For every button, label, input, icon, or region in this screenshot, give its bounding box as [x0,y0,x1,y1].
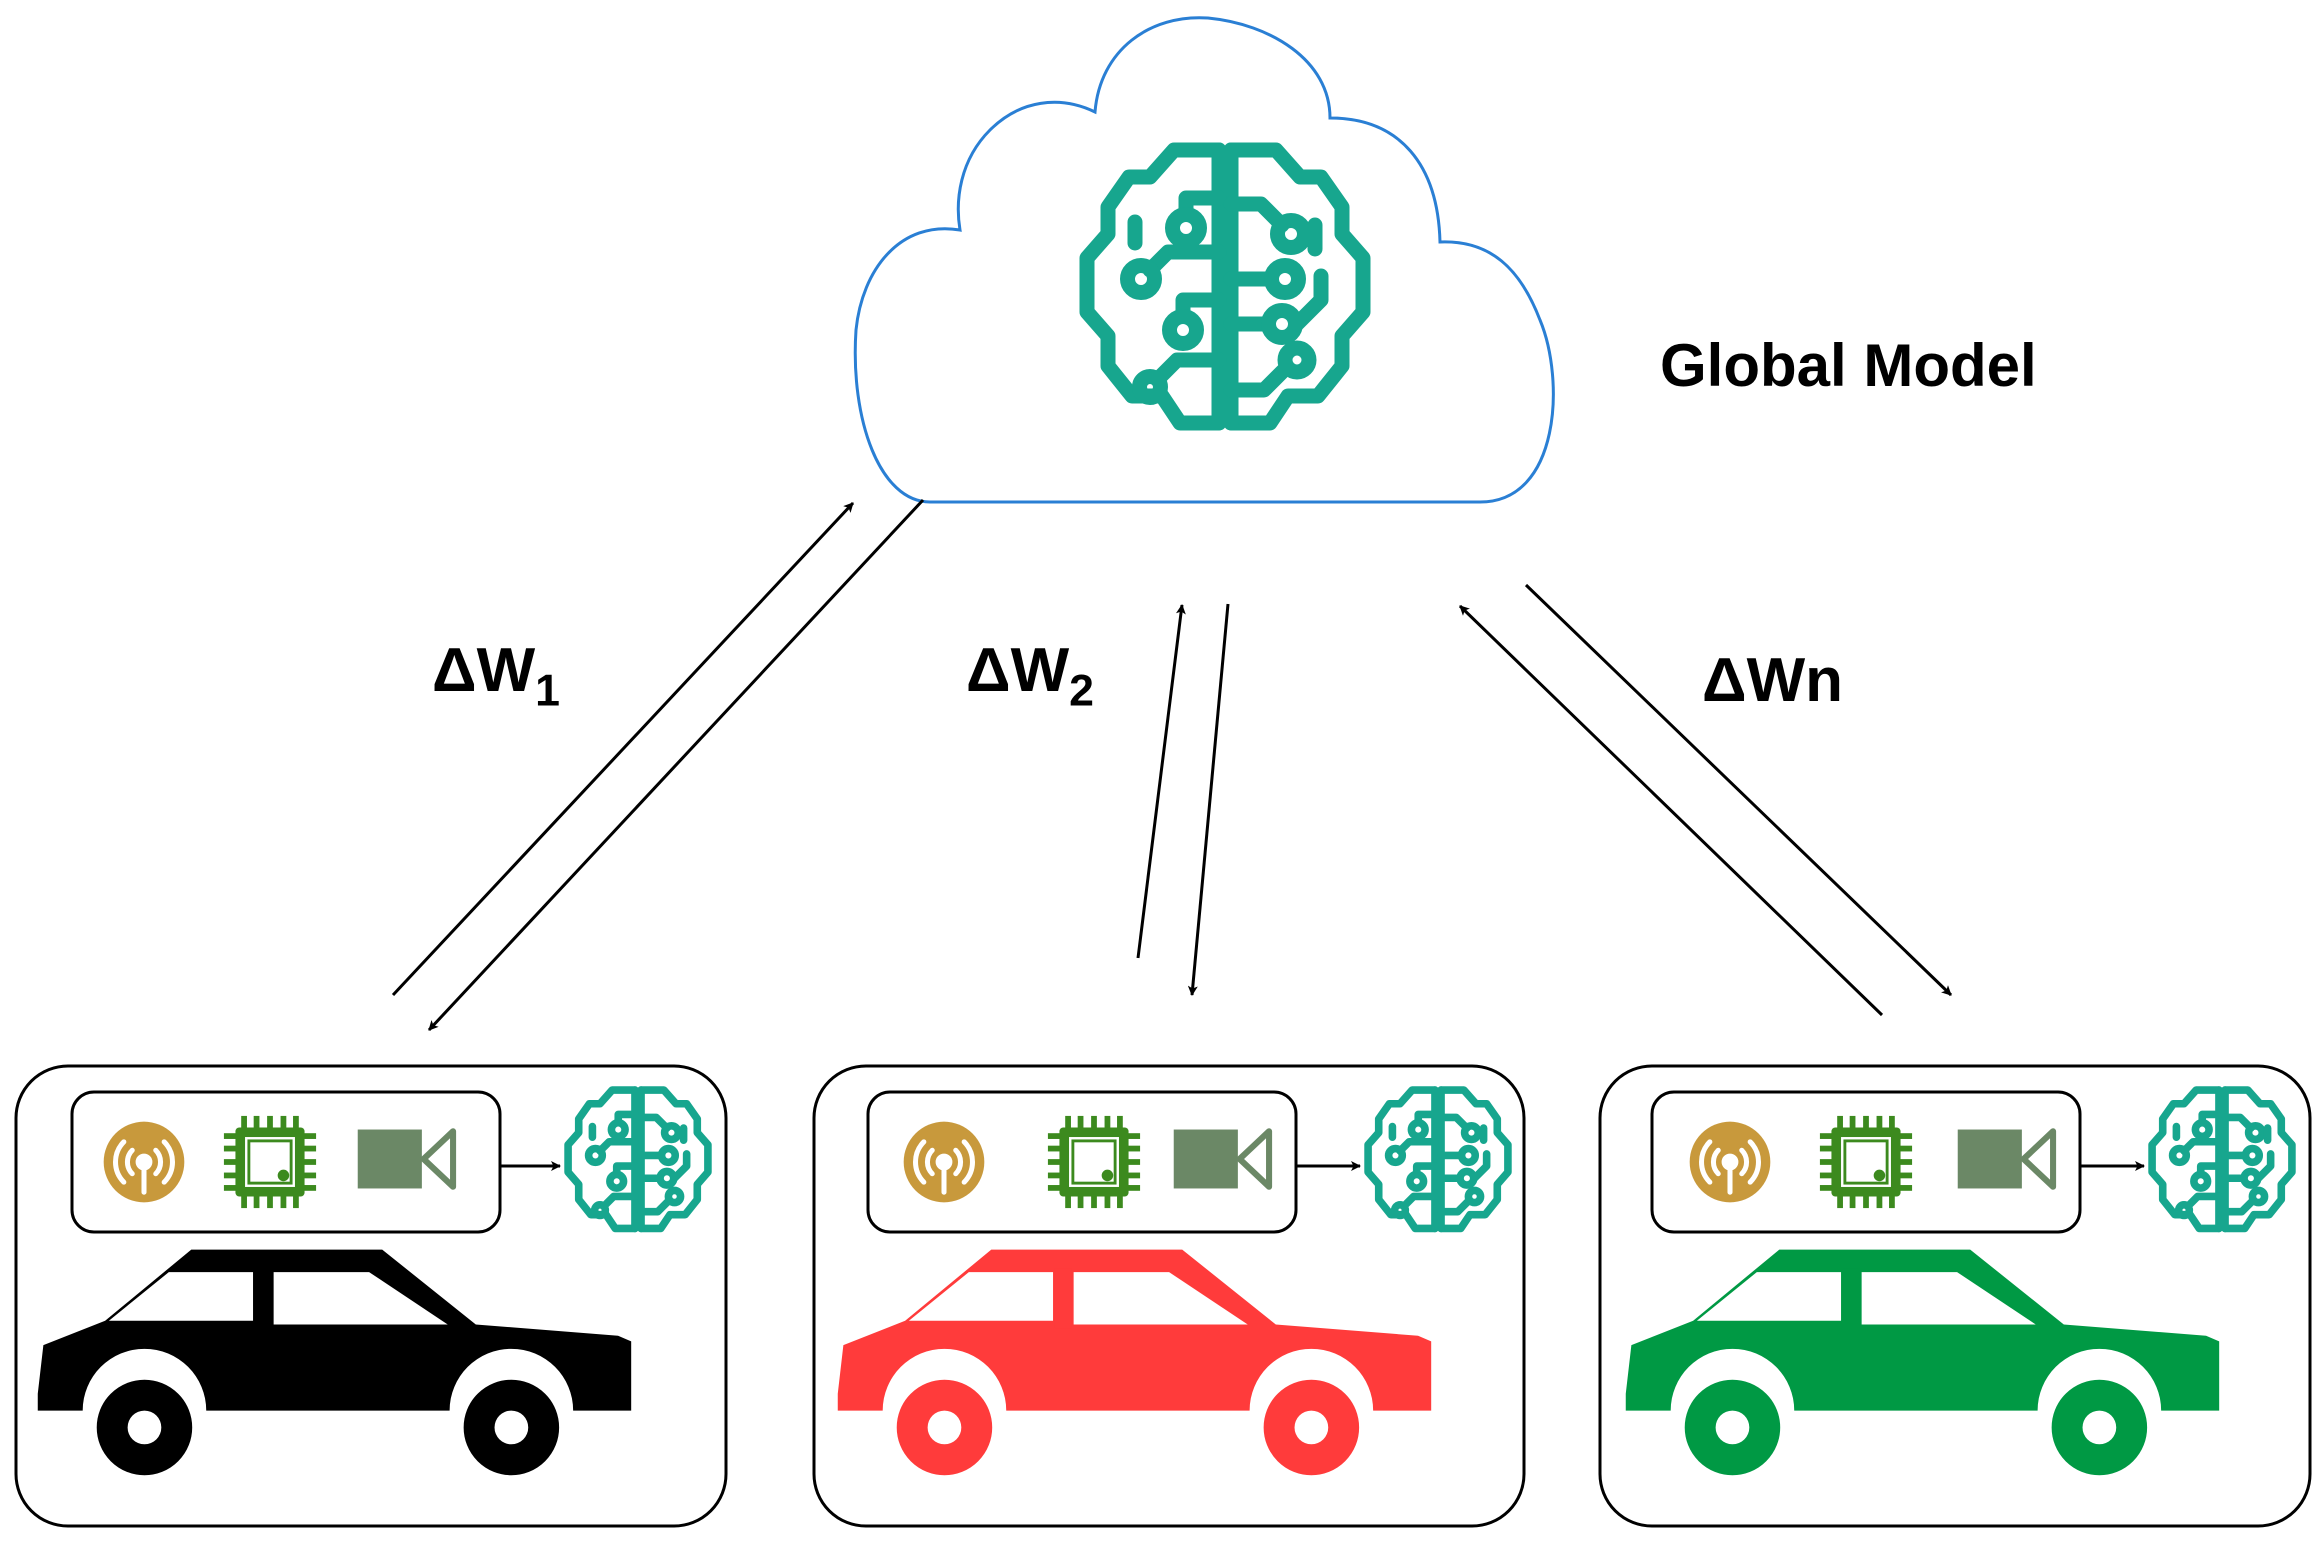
sensor-icon [1690,1122,1771,1203]
vehicle-2 [812,1064,1526,1528]
upload-arrow-n [1458,604,1884,1017]
cloud-icon [853,16,1555,504]
update-symbol: ΔW [432,636,536,705]
vehicle-1 [14,1064,728,1528]
vehicle-n [1598,1064,2312,1528]
processor-chip-icon [222,1114,318,1210]
sensor-icon [104,1122,185,1203]
processor-chip-icon [1818,1114,1914,1210]
sensor-icon [904,1122,985,1203]
update-label-n: ΔWn [1702,650,1843,712]
global-model-cloud [853,16,1555,504]
update-label-1: ΔW1 [432,640,560,714]
update-arrows [391,498,1953,1032]
update-label-2: ΔW2 [966,640,1094,714]
global-model-label: Global Model [1660,332,2037,399]
upload-arrow-2 [1136,604,1186,959]
download-arrow-2 [1187,603,1230,996]
download-arrow-n [1524,583,1953,997]
update-subscript: 2 [1069,666,1094,716]
processor-chip-icon [1046,1114,1142,1210]
upload-arrow-1 [391,501,855,997]
update-subscript: 1 [535,666,560,716]
download-arrow-1 [427,498,925,1032]
update-symbol: ΔWn [1702,646,1843,715]
update-symbol: ΔW [966,636,1070,705]
